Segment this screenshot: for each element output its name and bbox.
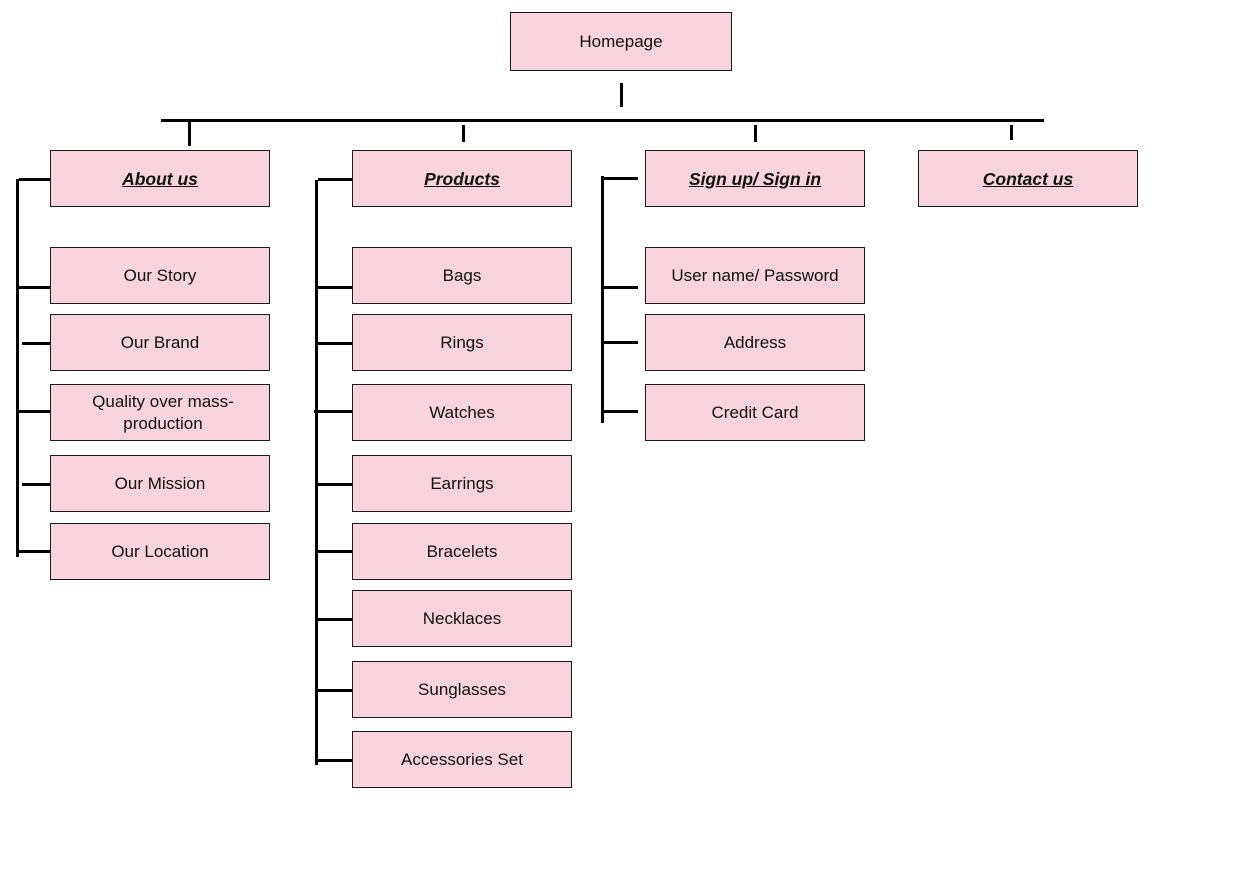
about-item-node: Our Location	[50, 523, 270, 580]
products-tick	[314, 410, 357, 413]
about-tick	[19, 178, 50, 181]
signin-tick	[604, 177, 638, 180]
products-spine	[315, 180, 318, 765]
signin-spine	[601, 176, 604, 423]
about-drop-connector	[188, 122, 191, 146]
signin-tick	[604, 341, 638, 344]
product-item-node: Necklaces	[352, 590, 572, 647]
products-tick	[318, 550, 355, 553]
contact-us-node: Contact us	[918, 150, 1138, 207]
about-item-node: Our Story	[50, 247, 270, 304]
about-tick	[19, 410, 50, 413]
about-spine	[16, 179, 19, 557]
product-item-node: Earrings	[352, 455, 572, 512]
products-tick	[318, 286, 355, 289]
product-item-node: Rings	[352, 314, 572, 371]
signin-tick	[604, 410, 638, 413]
about-tick	[22, 342, 50, 345]
about-us-node: About us	[50, 150, 270, 207]
signin-drop-connector	[754, 125, 757, 142]
product-item-node: Bracelets	[352, 523, 572, 580]
about-tick	[19, 550, 50, 553]
products-tick	[318, 759, 355, 762]
signin-item-node: Address	[645, 314, 865, 371]
signin-item-node: Credit Card	[645, 384, 865, 441]
product-item-node: Bags	[352, 247, 572, 304]
signin-node: Sign up/ Sign in	[645, 150, 865, 207]
product-item-node: Accessories Set	[352, 731, 572, 788]
about-item-node: Quality over mass-production	[50, 384, 270, 441]
products-node: Products	[352, 150, 572, 207]
about-item-node: Our Brand	[50, 314, 270, 371]
products-tick	[318, 689, 355, 692]
products-drop-connector	[462, 125, 465, 142]
about-tick	[22, 483, 50, 486]
product-item-node: Sunglasses	[352, 661, 572, 718]
signin-item-node: User name/ Password	[645, 247, 865, 304]
products-tick	[318, 483, 352, 486]
about-tick	[19, 286, 50, 289]
products-tick	[318, 178, 352, 181]
about-item-node: Our Mission	[50, 455, 270, 512]
product-item-node: Watches	[352, 384, 572, 441]
root-connector	[620, 83, 623, 107]
products-tick	[318, 342, 352, 345]
homepage-node: Homepage	[510, 12, 732, 71]
main-horizontal-connector	[161, 119, 1044, 122]
signin-tick	[604, 286, 638, 289]
contact-drop-connector	[1010, 125, 1013, 140]
products-tick	[318, 618, 352, 621]
